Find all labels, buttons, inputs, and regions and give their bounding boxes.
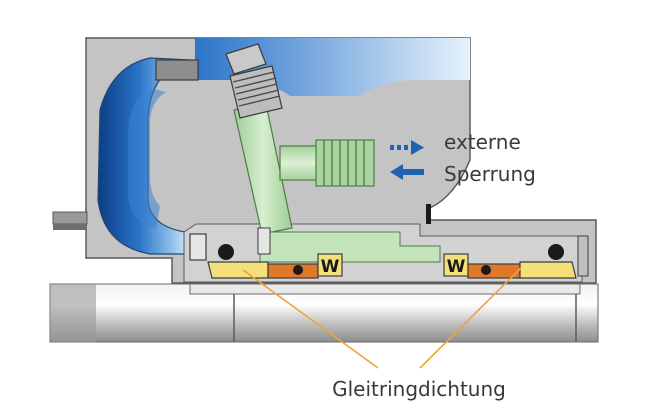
flow-in-label: externe [444,130,521,154]
housing-key [426,204,431,224]
seal-caption: Gleitringdichtung [332,377,506,401]
shaft [49,283,599,343]
spring-mark-right: W [447,257,466,277]
seal-assembly-left: W [189,227,343,279]
housing-plug [155,59,199,81]
flow-out-arrow [390,164,424,180]
threaded-fitting-top [225,43,283,119]
threaded-fitting-side [315,139,375,187]
spring-mark-left: W [321,257,340,277]
leader-lines [242,267,522,369]
cavity-inner [128,88,166,228]
flow-in-arrow [390,140,424,155]
flow-out-label: Sperrung [444,162,536,186]
seal-assembly-right: W [443,235,589,279]
